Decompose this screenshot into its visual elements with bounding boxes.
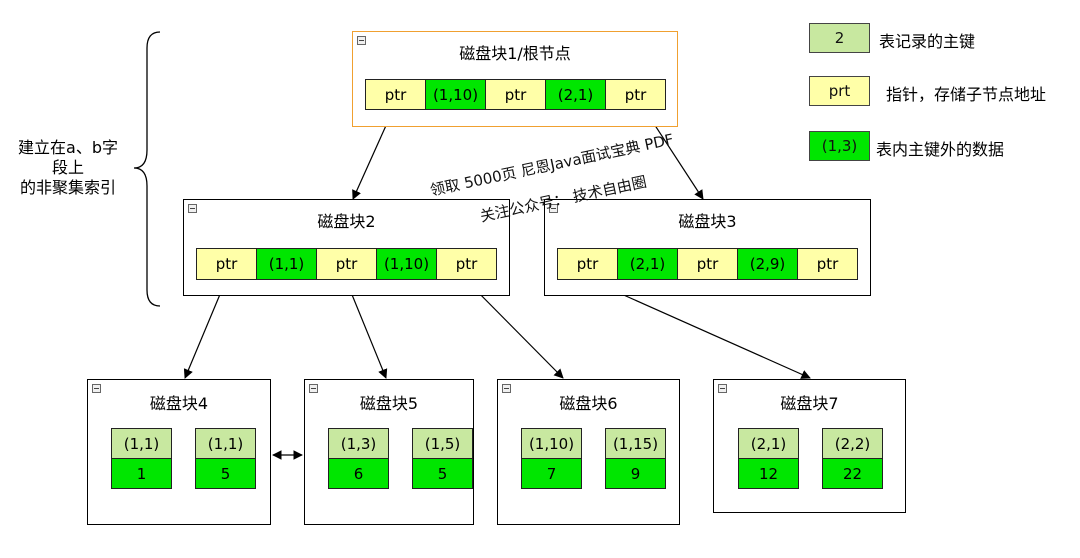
disk-block-2: 磁盘块2 ptr (1,1) ptr (1,10) ptr: [183, 199, 510, 296]
block-title: 磁盘块3: [678, 212, 737, 231]
arrow-block2-to-block6: [465, 279, 564, 379]
legend-key-text: 表记录的主键: [879, 32, 976, 51]
collapse-icon[interactable]: [718, 384, 727, 393]
collapse-icon[interactable]: [309, 384, 318, 393]
node-cell-data: (2,9): [737, 248, 798, 280]
leaf-value-cell: 9: [605, 458, 666, 489]
leaf-key-cell: (1,5): [412, 428, 473, 459]
block-title: 磁盘块6: [559, 394, 618, 413]
disk-block-6: 磁盘块6 (1,10) 7 (1,15) 9: [497, 379, 680, 525]
arrow-block2-to-block4: [183, 279, 227, 379]
block-title: 磁盘块5: [359, 394, 419, 413]
leaf-value-cell: 1: [111, 458, 172, 489]
node-cell-pointer: ptr: [365, 79, 426, 110]
leaf-key-cell: (1,1): [111, 428, 172, 459]
node-cell-pointer: ptr: [196, 248, 257, 280]
leaf-key-cell: (1,15): [605, 428, 666, 459]
legend-pointer-text: 指针，存储子节点地址: [886, 85, 1047, 104]
collapse-icon[interactable]: [549, 204, 558, 213]
leaf-value-cell: 22: [822, 458, 883, 489]
legend-key-swatch: 2: [809, 23, 870, 53]
node-cell-pointer: ptr: [677, 248, 738, 280]
node-cell-data: (1,10): [425, 79, 486, 110]
leaf-value-cell: 6: [328, 458, 389, 489]
index-label-line: 的非聚集索引: [19, 178, 116, 197]
node-cell-pointer: ptr: [557, 248, 618, 280]
index-label-line: 段上: [51, 158, 84, 177]
node-cell-pointer: ptr: [316, 248, 377, 280]
block-title: 磁盘块1/根节点: [459, 44, 571, 63]
block-title: 磁盘块7: [780, 394, 839, 413]
leaf-key-cell: (1,10): [521, 428, 582, 459]
legend-data-text: 表内主键外的数据: [876, 140, 1005, 159]
leaf-value-cell: 5: [195, 458, 256, 489]
index-label: 建立在a、b字 段上 的非聚集索引: [8, 138, 128, 198]
node-cell-data: (2,1): [545, 79, 606, 110]
disk-block-5: 磁盘块5 (1,3) 6 (1,5) 5: [304, 379, 474, 525]
node-cell-data: (2,1): [617, 248, 678, 280]
arrow-block3-to-block7: [589, 279, 811, 379]
collapse-icon[interactable]: [188, 204, 197, 213]
legend-data-swatch: (1,3): [809, 131, 870, 161]
collapse-icon[interactable]: [357, 36, 366, 45]
leaf-key-cell: (1,1): [195, 428, 256, 459]
leaf-key-cell: (1,3): [328, 428, 389, 459]
leaf-value-cell: 7: [521, 458, 582, 489]
node-cell-pointer: ptr: [797, 248, 858, 280]
leaf-key-cell: (2,1): [738, 428, 799, 459]
leaf-key-cell: (2,2): [822, 428, 883, 459]
leaf-value-cell: 12: [738, 458, 799, 489]
disk-block-4: 磁盘块4 (1,1) 1 (1,1) 5: [87, 379, 271, 525]
index-label-line: 建立在a、b字: [18, 138, 118, 157]
index-brace: [133, 31, 161, 307]
disk-block-3: 磁盘块3 ptr (2,1) ptr (2,9) ptr: [544, 199, 871, 296]
collapse-icon[interactable]: [92, 384, 101, 393]
leaf-value-cell: 5: [412, 458, 473, 489]
block-title: 磁盘块4: [149, 394, 209, 413]
arrow-block2-to-block5: [345, 279, 388, 379]
collapse-icon[interactable]: [502, 384, 511, 393]
node-cell-pointer: ptr: [605, 79, 666, 110]
disk-block-root: 磁盘块1/根节点 ptr (1,10) ptr (2,1) ptr: [352, 31, 678, 127]
node-cell-pointer: ptr: [485, 79, 546, 110]
node-cell-data: (1,1): [256, 248, 317, 280]
node-cell-data: (1,10): [376, 248, 437, 280]
node-cell-pointer: ptr: [436, 248, 497, 280]
block-title: 磁盘块2: [317, 212, 376, 231]
legend-pointer-swatch: prt: [809, 76, 870, 106]
disk-block-7: 磁盘块7 (2,1) 12 (2,2) 22: [713, 379, 906, 513]
